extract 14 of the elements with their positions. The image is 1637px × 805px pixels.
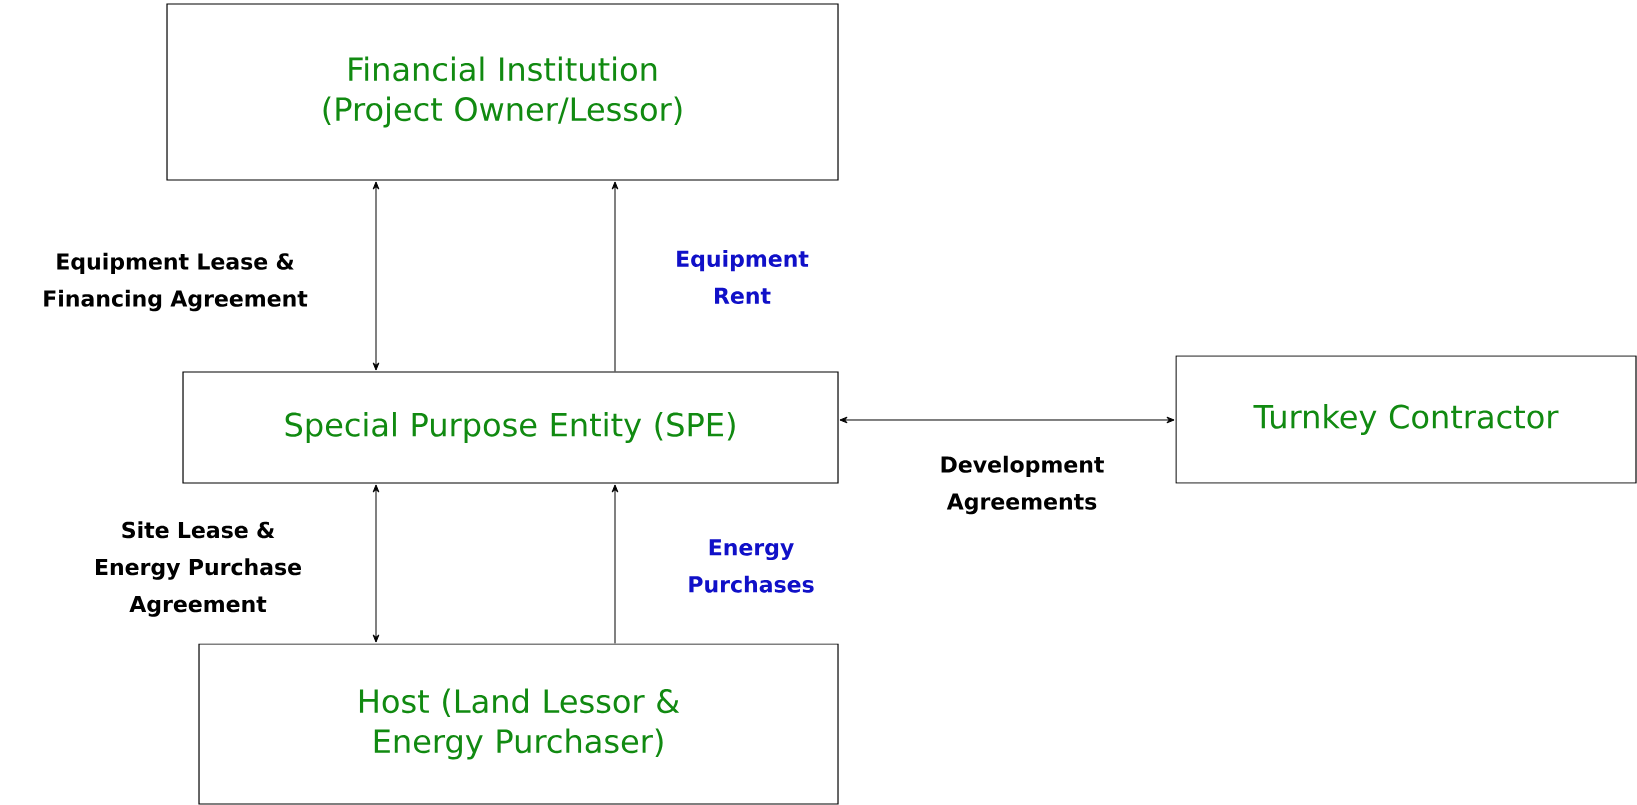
edge-label: Site Lease & Energy Purchase Agreement — [96, 521, 301, 617]
entity-box: Financial Institution (Project Owner/Lessor) — [166, 3, 839, 181]
edge-label: Equipment Rent — [677, 250, 809, 304]
entity-box: Special Purpose Entity (SPE) — [182, 371, 839, 484]
arrow — [372, 181, 380, 371]
arrow — [611, 484, 619, 644]
entity-box: Turnkey Contractor — [1175, 355, 1637, 484]
edge-label: Equipment Lease & Financing Agreement — [44, 252, 308, 312]
edge-label: Development Agreements — [941, 455, 1104, 515]
entity-box: Host (Land Lessor & Energy Purchaser) — [198, 643, 839, 805]
edge-label: Energy Purchases — [689, 539, 814, 593]
arrow — [372, 484, 380, 643]
arrow — [611, 181, 619, 372]
arrow — [839, 416, 1175, 424]
